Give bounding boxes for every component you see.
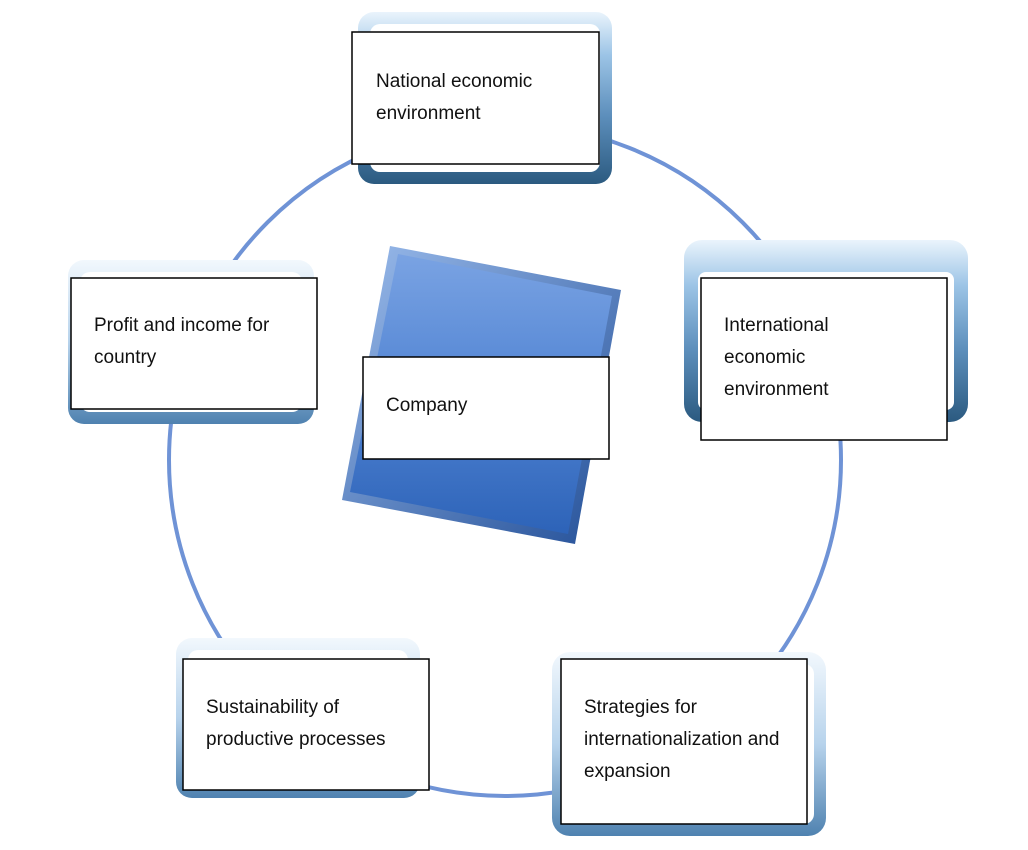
node-box-profit [70,277,318,410]
node-label-profit: Profit and income for country [94,315,270,368]
node-label-sustainability: Sustainability of productive processes [206,697,386,750]
node-label-international: International economic environment [724,315,829,400]
node-box-international [700,277,948,441]
center-label: Company [386,395,468,416]
center-box [362,356,610,460]
node-label-strategies: Strategies for internationalization and … [584,697,780,782]
node-box-national [351,31,600,165]
node-box-sustainability [182,658,430,791]
node-label-national: National economic environment [376,71,533,124]
node-box-strategies [560,658,808,825]
